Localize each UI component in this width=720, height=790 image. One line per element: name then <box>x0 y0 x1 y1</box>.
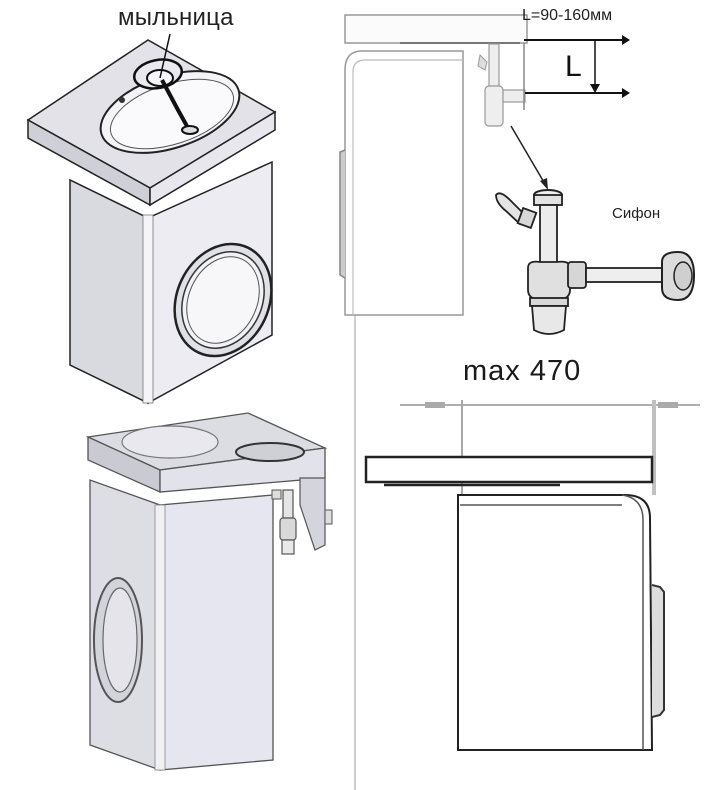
soap-dish-pointer <box>159 33 171 79</box>
siphon-detail <box>495 189 696 335</box>
max-depth-label: max 470 <box>463 355 582 387</box>
washer-door-icon <box>93 577 143 703</box>
siphon-pointer <box>510 125 546 185</box>
siphon-icon <box>271 489 297 555</box>
soap-dish-icon <box>132 58 184 90</box>
iso-front-view <box>26 33 277 405</box>
drain-offset-symbol: L <box>565 50 582 83</box>
iso-rear-view <box>85 412 333 771</box>
arrow-right-icon <box>622 35 630 45</box>
soap-dish-label: мыльница <box>118 4 234 31</box>
top-view-depth <box>364 400 700 751</box>
siphon-label: Сифон <box>612 205 661 222</box>
arrow-right-icon <box>622 88 630 98</box>
washer-door-icon <box>173 242 273 358</box>
arrow-down-icon <box>590 84 600 93</box>
drain-offset-label: L=90-160мм <box>522 7 613 24</box>
siphon-icon <box>495 189 696 335</box>
side-section-siphon <box>339 14 630 316</box>
